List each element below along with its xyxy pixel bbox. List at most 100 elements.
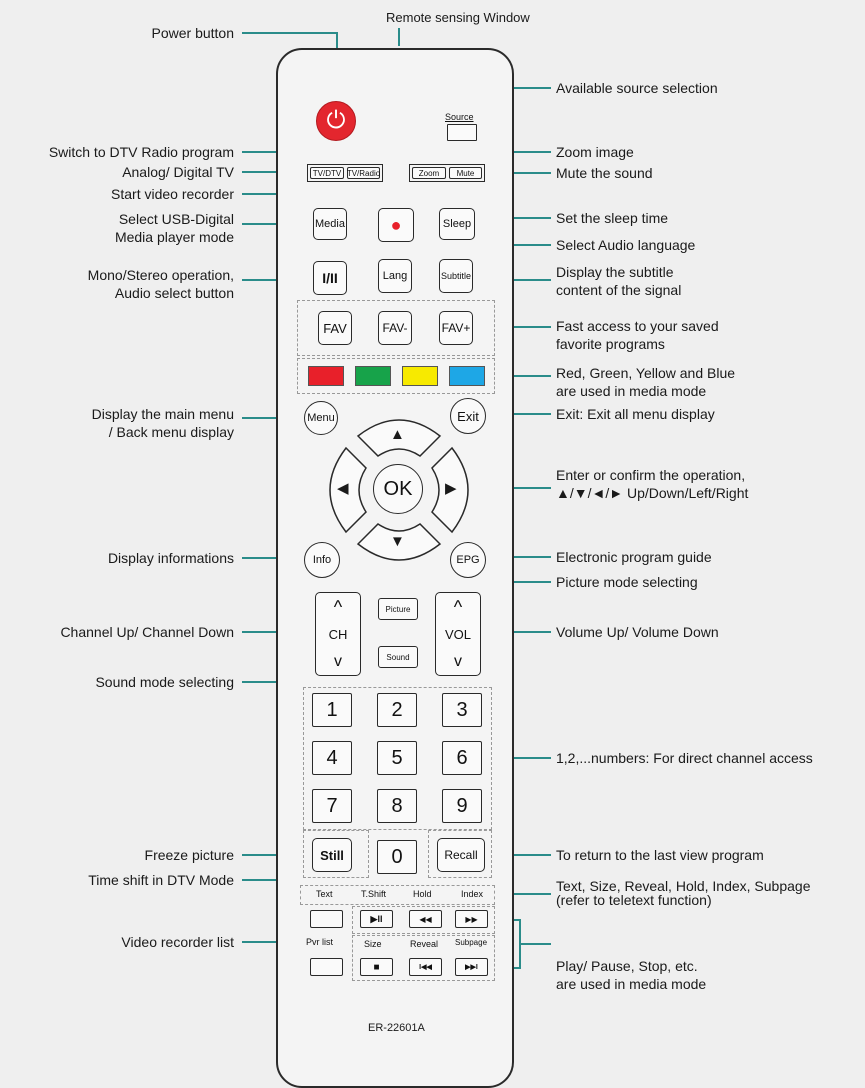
channel-rocker[interactable]: ^ CH v bbox=[315, 592, 361, 676]
sensor-label: Remote sensing Window bbox=[386, 10, 530, 25]
down-arrow-icon[interactable]: ▼ bbox=[390, 533, 405, 550]
digit-0-button[interactable]: 0 bbox=[377, 840, 417, 874]
label-dtv-radio: Switch to DTV Radio program bbox=[48, 144, 234, 160]
up-arrow-icon[interactable]: ▲ bbox=[390, 426, 405, 443]
dpad-left-key bbox=[329, 446, 367, 534]
teletext-top-group bbox=[300, 885, 495, 905]
picture-button[interactable]: Picture bbox=[378, 598, 418, 620]
digit-4-button[interactable]: 4 bbox=[312, 741, 352, 775]
tv-dtv-button[interactable]: TV/DTV bbox=[310, 167, 344, 179]
dpad bbox=[329, 419, 469, 561]
sleep-button[interactable]: Sleep bbox=[439, 208, 475, 240]
zoom-mute-group bbox=[409, 164, 485, 182]
digit-6-button[interactable]: 6 bbox=[442, 741, 482, 775]
label-audio-lang: Select Audio language bbox=[556, 237, 696, 253]
digit-8-button[interactable]: 8 bbox=[377, 789, 417, 823]
digit-5-button[interactable]: 5 bbox=[377, 741, 417, 775]
model-number: ER-22601A bbox=[368, 1022, 425, 1034]
label-exit: Exit: Exit all menu display bbox=[556, 406, 715, 422]
label-teletext: Text, Size, Reveal, Hold, Index, Subpage… bbox=[556, 878, 811, 908]
dpad-right-key bbox=[431, 446, 469, 534]
right-arrow-icon[interactable]: ▶ bbox=[445, 480, 457, 497]
blue-button[interactable] bbox=[449, 366, 485, 386]
label-epg: Electronic program guide bbox=[556, 549, 712, 565]
exit-button[interactable]: Exit bbox=[450, 398, 486, 434]
label-analog-digital: Analog/ Digital TV bbox=[122, 164, 234, 180]
left-arrow-icon[interactable]: ◀ bbox=[337, 480, 349, 497]
tv-mode-group bbox=[307, 164, 383, 182]
next-button[interactable]: ▶▶I bbox=[455, 958, 488, 976]
volume-up-icon[interactable]: ^ bbox=[453, 596, 463, 617]
volume-rocker[interactable]: ^ VOL v bbox=[435, 592, 481, 676]
label-pvr-list: Video recorder list bbox=[121, 934, 234, 950]
source-label: Source bbox=[445, 112, 474, 122]
mute-button[interactable]: Mute bbox=[449, 167, 482, 179]
label-volume: Volume Up/ Volume Down bbox=[556, 624, 719, 640]
volume-down-icon[interactable]: v bbox=[454, 653, 462, 671]
previous-button[interactable]: I◀◀ bbox=[409, 958, 442, 976]
label-numbers: 1,2,...numbers: For direct channel acces… bbox=[556, 750, 813, 766]
label-fav: Fast access to your saved favorite progr… bbox=[556, 318, 719, 352]
fav-button[interactable]: FAV bbox=[318, 311, 352, 345]
green-button[interactable] bbox=[355, 366, 391, 386]
fast-forward-button[interactable]: ▶▶ bbox=[455, 910, 488, 928]
zoom-button[interactable]: Zoom bbox=[412, 167, 446, 179]
size-label: Size bbox=[364, 939, 382, 949]
audio-select-button[interactable]: I/II bbox=[313, 261, 347, 295]
label-mute: Mute the sound bbox=[556, 165, 653, 181]
media-controls-top-group bbox=[352, 906, 495, 934]
rewind-button[interactable]: ◀◀ bbox=[409, 910, 442, 928]
text-label: Text bbox=[316, 889, 333, 899]
color-button-group bbox=[297, 358, 495, 394]
dpad-up-key bbox=[356, 419, 442, 457]
digit-1-button[interactable]: 1 bbox=[312, 693, 352, 727]
tshift-label: T.Shift bbox=[361, 889, 387, 899]
label-zoom: Zoom image bbox=[556, 144, 634, 160]
ok-button[interactable]: OK bbox=[373, 464, 423, 514]
label-info: Display informations bbox=[107, 550, 234, 566]
still-button[interactable]: Still bbox=[312, 838, 352, 872]
power-button[interactable]: ⏻ bbox=[316, 101, 356, 141]
still-group bbox=[303, 830, 369, 878]
red-button[interactable] bbox=[308, 366, 344, 386]
digit-7-button[interactable]: 7 bbox=[312, 789, 352, 823]
yellow-button[interactable] bbox=[402, 366, 438, 386]
text-button[interactable] bbox=[310, 910, 343, 928]
label-channel: Channel Up/ Channel Down bbox=[60, 624, 234, 640]
label-video-recorder: Start video recorder bbox=[111, 186, 234, 202]
channel-down-icon[interactable]: v bbox=[334, 653, 342, 671]
fav-minus-button[interactable]: FAV- bbox=[378, 311, 412, 345]
media-button[interactable]: Media bbox=[313, 208, 347, 240]
label-freeze: Freeze picture bbox=[144, 847, 234, 863]
channel-up-icon[interactable]: ^ bbox=[333, 596, 343, 617]
info-button[interactable]: Info bbox=[304, 542, 340, 578]
media-controls-bottom-group bbox=[352, 935, 495, 981]
recall-button[interactable]: Recall bbox=[437, 838, 485, 872]
record-button[interactable]: ● bbox=[378, 208, 414, 242]
lang-button[interactable]: Lang bbox=[378, 259, 412, 293]
pvr-list-button[interactable] bbox=[310, 958, 343, 976]
label-sleep: Set the sleep time bbox=[556, 210, 669, 226]
sound-button[interactable]: Sound bbox=[378, 646, 418, 668]
fav-plus-button[interactable]: FAV+ bbox=[439, 311, 473, 345]
digit-3-button[interactable]: 3 bbox=[442, 693, 482, 727]
numpad-group bbox=[303, 687, 492, 830]
tv-radio-button[interactable]: TV/Radio bbox=[346, 167, 381, 179]
label-picture-mode: Picture mode selecting bbox=[556, 574, 698, 590]
play-pause-button[interactable]: ▶II bbox=[360, 910, 393, 928]
label-mono-stereo: Mono/Stereo operation, Audio select butt… bbox=[87, 267, 234, 301]
digit-9-button[interactable]: 9 bbox=[442, 789, 482, 823]
epg-button[interactable]: EPG bbox=[450, 542, 486, 578]
stop-button[interactable]: ■ bbox=[360, 958, 393, 976]
menu-button[interactable]: Menu bbox=[304, 401, 338, 435]
source-button[interactable] bbox=[447, 124, 477, 141]
hold-label: Hold bbox=[413, 889, 432, 899]
index-label: Index bbox=[461, 889, 484, 899]
subpage-label: Subpage bbox=[455, 938, 488, 947]
reveal-label: Reveal bbox=[410, 939, 439, 949]
recall-group bbox=[428, 830, 492, 878]
subtitle-button[interactable]: Subtitle bbox=[439, 259, 473, 293]
digit-2-button[interactable]: 2 bbox=[377, 693, 417, 727]
fav-group bbox=[297, 300, 495, 356]
label-ok: Enter or confirm the operation, ▲/▼/◄/► … bbox=[556, 467, 749, 501]
